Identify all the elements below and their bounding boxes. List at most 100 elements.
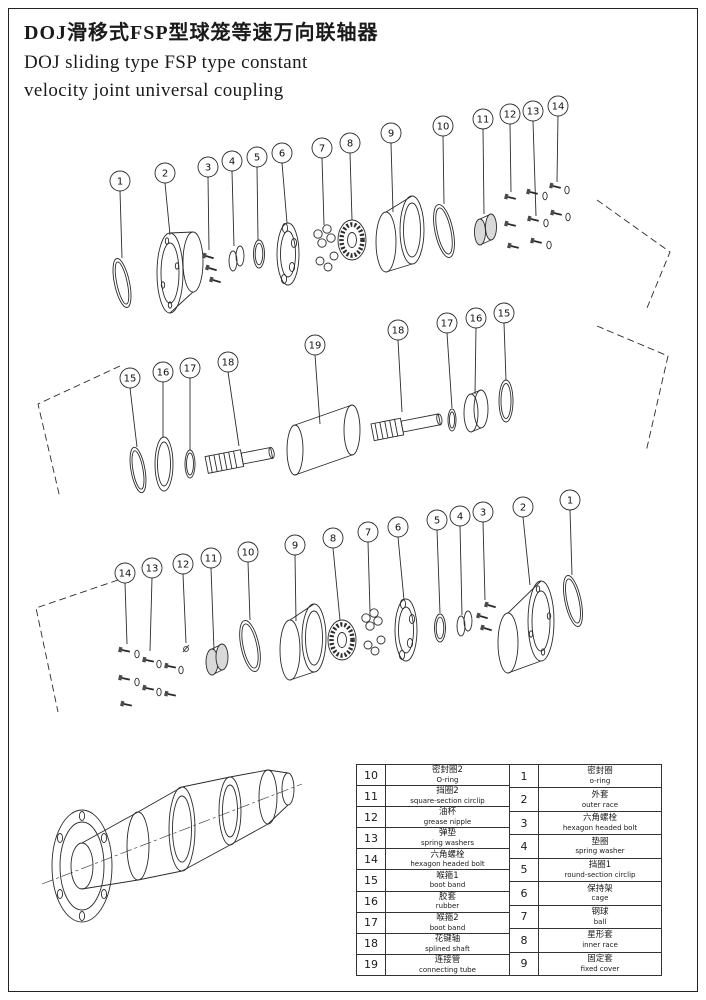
callout-top-7: 7: [311, 137, 333, 226]
part-number: 8: [510, 929, 539, 952]
svg-text:7: 7: [365, 528, 371, 539]
svg-text:18: 18: [392, 326, 405, 337]
part-name-en: hexagon headed bolt: [562, 823, 638, 832]
part-circlip: [434, 613, 446, 643]
part-rubber-boot-left: [154, 436, 174, 492]
svg-text:14: 14: [552, 102, 565, 113]
svg-text:9: 9: [292, 541, 298, 552]
part-boot-band-2-left: [184, 449, 196, 479]
part-o-ring: [563, 575, 583, 627]
drawing-root: 1 2 3 4 5 6 7 8 9 10 11 12 13 14: [35, 95, 671, 923]
svg-text:9: 9: [388, 129, 394, 140]
part-hexagon-bolts: [475, 600, 498, 634]
part-cage: [394, 598, 418, 662]
part-number: 3: [510, 811, 539, 835]
svg-text:1: 1: [117, 177, 123, 188]
callout-bottom-9: 9: [284, 534, 306, 622]
part-splined-shaft-left: [204, 446, 275, 474]
part-name-en: o-ring: [589, 777, 611, 786]
title-block: DOJ滑移式FSP型球笼等速万向联轴器 DOJ sliding type FSP…: [24, 16, 379, 104]
part-hardware-set: [117, 645, 184, 710]
svg-text:19: 19: [309, 341, 322, 352]
part-bush: [205, 643, 229, 676]
svg-text:2: 2: [520, 503, 526, 514]
callout-bottom-8: 8: [322, 527, 344, 621]
svg-text:17: 17: [184, 364, 197, 375]
callout-bottom-13: 13: [141, 557, 163, 652]
part-name-en: spring washer: [575, 847, 625, 856]
callout-top-10: 10: [432, 115, 454, 205]
callout-top-5: 5: [246, 146, 268, 241]
part-cage: [276, 222, 300, 286]
svg-text:12: 12: [177, 560, 190, 571]
part-name-cn: 胶套: [438, 891, 456, 902]
part-name-en: fixed cover: [580, 964, 620, 973]
svg-text:6: 6: [279, 149, 285, 160]
svg-text:10: 10: [437, 122, 450, 133]
part-number: 6: [510, 882, 539, 905]
callout-top-9: 9: [380, 122, 402, 213]
part-name-en: hexagon headed bolt: [410, 860, 485, 869]
callout-top-8: 8: [339, 132, 361, 221]
svg-text:5: 5: [254, 153, 260, 164]
boundary-dashed-line: [596, 325, 669, 453]
assembled-view: [41, 769, 303, 923]
part-number: 4: [510, 835, 539, 858]
part-name-en: inner race: [582, 941, 618, 950]
part-name-cn: 星形套: [587, 930, 613, 941]
part-fixed-cover: [279, 603, 327, 681]
callout-top-4: 4: [221, 150, 243, 247]
part-number: 9: [510, 952, 539, 975]
part-number: 14: [357, 849, 386, 870]
callout-middle-18-left: 18: [217, 351, 240, 447]
part-name-en: boot band: [429, 923, 466, 932]
svg-text:16: 16: [157, 368, 170, 379]
svg-text:11: 11: [477, 115, 490, 126]
callout-bottom-4: 4: [449, 505, 471, 616]
svg-text:13: 13: [527, 107, 540, 118]
svg-text:11: 11: [205, 554, 218, 565]
svg-text:17: 17: [441, 319, 454, 330]
part-spring-washers: [228, 245, 245, 272]
callout-middle-15-left: 15: [119, 367, 141, 448]
svg-text:15: 15: [498, 309, 511, 320]
part-number: 19: [357, 954, 386, 975]
part-number: 17: [357, 912, 386, 933]
part-hardware-set: [503, 181, 571, 252]
part-name-en: grease nipple: [423, 818, 472, 827]
part-o-ring-2: [239, 620, 261, 672]
svg-text:4: 4: [229, 157, 235, 168]
part-name-cn: 密封圈2: [432, 765, 463, 776]
callout-bottom-5: 5: [426, 509, 448, 614]
svg-text:3: 3: [480, 508, 486, 519]
svg-text:18: 18: [222, 358, 235, 369]
part-name-en: cage: [591, 894, 609, 903]
part-hexagon-bolts: [201, 251, 223, 286]
part-number: 16: [357, 891, 386, 912]
part-number: 12: [357, 807, 386, 828]
